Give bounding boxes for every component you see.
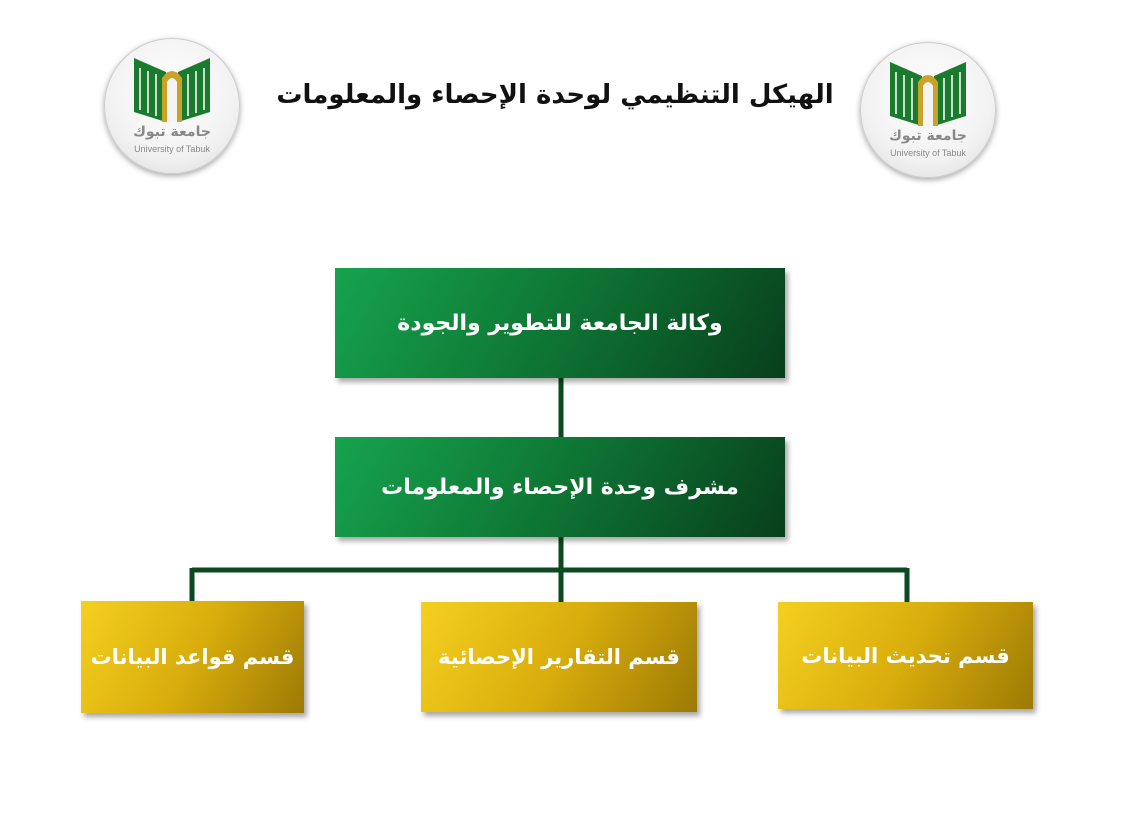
- university-emblem-icon: [890, 62, 966, 126]
- logo-name-arabic: جامعة تبوك: [889, 128, 967, 144]
- box-dept-data-update: قسم تحديث البيانات: [778, 602, 1033, 709]
- logo-name-english: University of Tabuk: [134, 144, 210, 154]
- university-logo-right: جامعة تبوك University of Tabuk: [860, 42, 996, 178]
- page-title: الهيكل التنظيمي لوحدة الإحصاء والمعلومات: [276, 80, 834, 110]
- box-dept-databases: قسم قواعد البيانات: [81, 601, 304, 713]
- university-logo-left: جامعة تبوك University of Tabuk: [104, 38, 240, 174]
- logo-name-arabic: جامعة تبوك: [133, 124, 211, 140]
- logo-name-english: University of Tabuk: [890, 148, 966, 158]
- box-dept-statistical-reports: قسم التقارير الإحصائية: [421, 602, 697, 712]
- box-unit-supervisor: مشرف وحدة الإحصاء والمعلومات: [335, 437, 785, 537]
- university-emblem-icon: [134, 58, 210, 122]
- box-vice-rectorate-development-quality: وكالة الجامعة للتطوير والجودة: [335, 268, 785, 378]
